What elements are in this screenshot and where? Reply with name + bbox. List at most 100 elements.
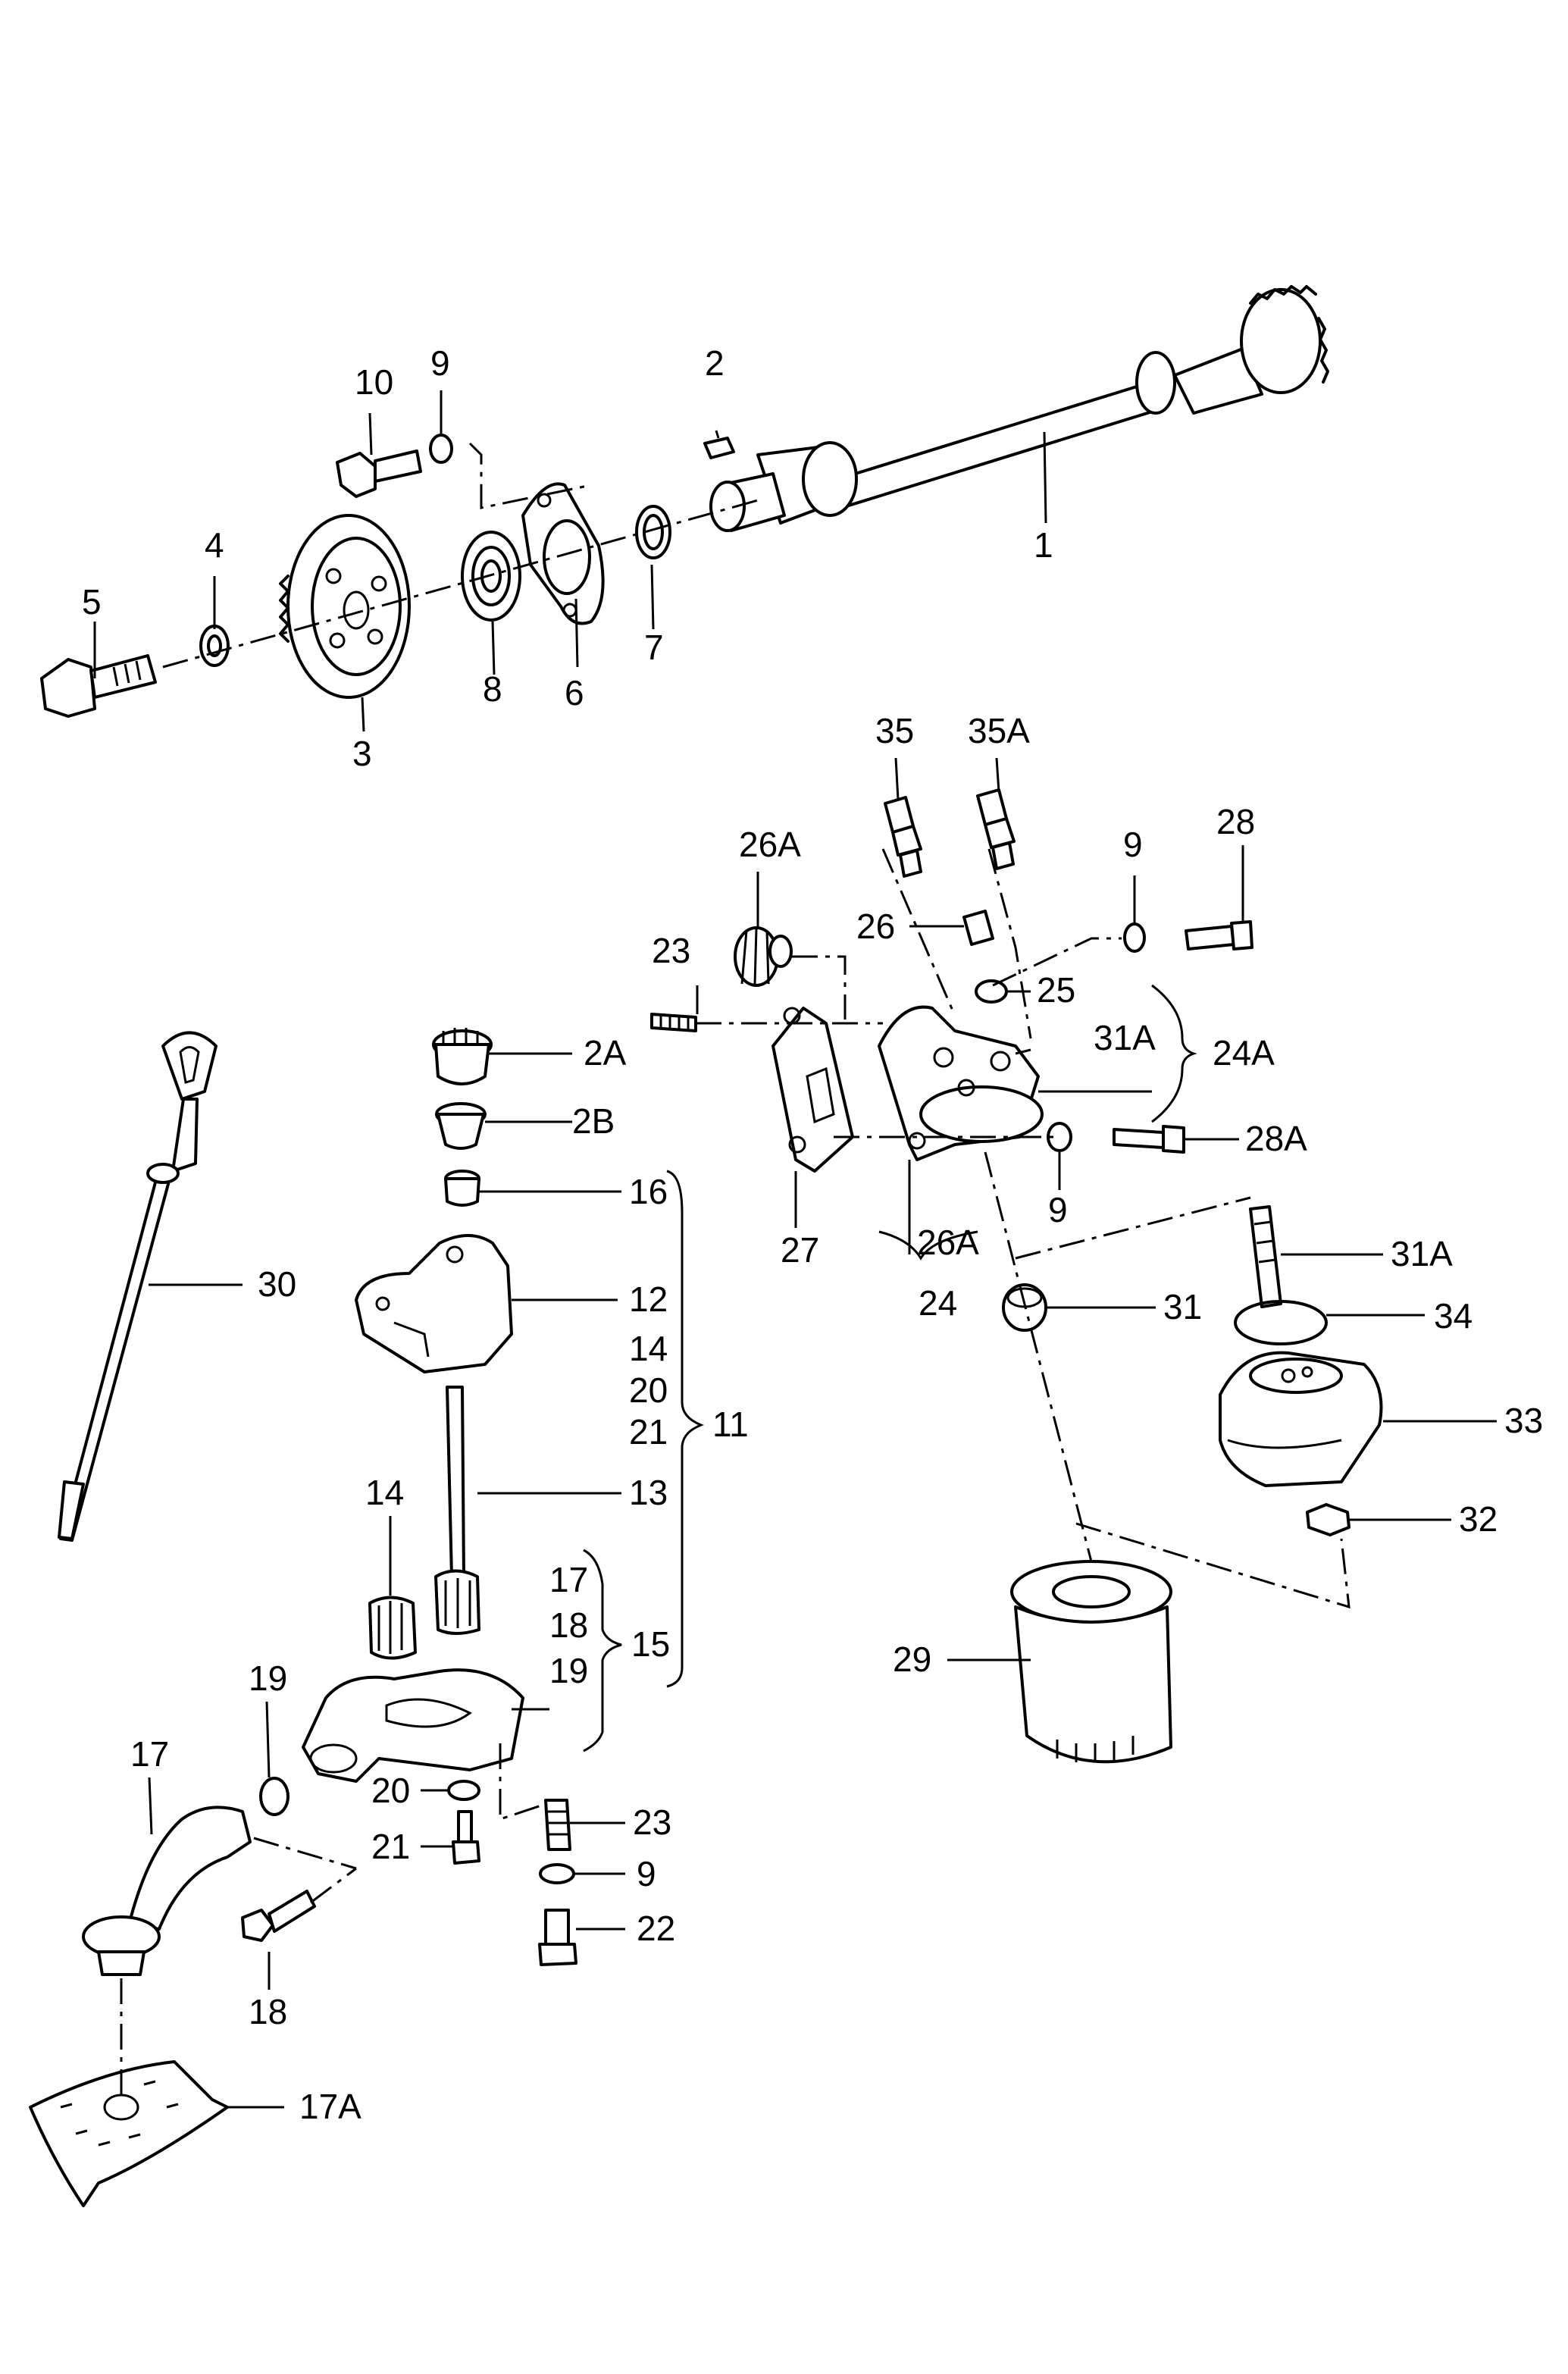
label-5: 5 [82,582,102,622]
label-29: 29 [893,1640,931,1679]
intermediate-shaft [709,285,1329,532]
label-23-low: 23 [633,1802,671,1842]
label-24A: 24A [1213,1033,1275,1073]
plug-top [734,926,793,987]
label-7: 7 [644,628,664,667]
label-17-b: 17 [130,1734,169,1774]
pump-lower-housing [302,1668,524,1783]
label-32: 32 [1459,1499,1498,1539]
label-14-a: 14 [629,1329,668,1368]
label-4: 4 [205,525,224,565]
label-2: 2 [705,343,725,383]
oil-cooler [1219,1351,1383,1487]
label-35A: 35A [968,711,1030,750]
label-28A: 28A [1245,1119,1307,1158]
leader-lines [93,390,1497,2109]
woodruff-key [703,437,735,459]
label-6: 6 [565,673,584,713]
thrust-washer [635,505,671,559]
pump-bolt-short [452,1810,480,1865]
stud [650,1013,697,1032]
hex-nut [1306,1503,1350,1536]
pipe-bolt [241,1890,316,1942]
label-26A-top: 26A [739,825,801,864]
label-21-b: 21 [371,1827,410,1866]
washer-lower [539,1863,575,1884]
label-15: 15 [631,1624,670,1664]
label-9-right-top: 9 [1123,825,1143,864]
pump-washer [447,1780,480,1801]
label-35: 35 [875,711,914,750]
label-3: 3 [352,734,372,773]
pump-upper-housing [355,1234,513,1373]
label-13: 13 [629,1473,668,1512]
pump-bolt-long [538,1909,577,1966]
label-34: 34 [1434,1296,1473,1336]
oil-pressure-switch-alt [976,788,1016,870]
label-22: 22 [637,1909,675,1948]
label-16: 16 [629,1172,668,1211]
drive-sprocket [279,514,411,699]
oil-filter-housing [878,1005,1044,1161]
label-14-b: 14 [365,1473,404,1512]
label-10: 10 [355,362,393,402]
drive-gear-small [432,1028,493,1085]
washer-right-top [1123,922,1146,953]
seal-ring [975,979,1008,1004]
label-25: 25 [1037,970,1075,1010]
label-27: 27 [781,1230,819,1270]
washer [199,625,230,667]
label-31A-right: 31A [1391,1234,1453,1273]
label-18-b: 18 [249,1992,287,2031]
part-number-labels: 1 2 9 10 4 5 7 6 8 3 35 35A 26A 9 28 26 … [82,343,1543,2126]
label-28: 28 [1216,802,1255,841]
adapter-stud [1249,1205,1282,1308]
label-31: 31 [1163,1287,1202,1326]
label-9-top: 9 [430,343,450,383]
washer-right-mid [1047,1122,1072,1152]
label-30: 30 [258,1264,296,1304]
label-17-a: 17 [549,1560,588,1599]
label-23-top: 23 [652,931,690,970]
housing-gasket [771,1007,854,1173]
flange-bolt [336,449,422,498]
label-20-a: 20 [629,1370,668,1410]
label-33: 33 [1504,1401,1543,1440]
sleeve [444,1170,480,1207]
label-17A: 17A [299,2087,361,2126]
pump-drive-shaft [434,1386,480,1635]
oil-pressure-switch [884,796,922,878]
label-9-low: 9 [637,1854,656,1893]
label-1: 1 [1034,525,1053,565]
oil-suction-pipe [82,1806,252,1976]
o-ring [1234,1300,1328,1345]
label-19-b: 19 [249,1658,287,1698]
lock-washer-top [429,434,453,464]
oil-filter [1010,1560,1172,1764]
label-8: 8 [483,669,502,709]
label-11: 11 [712,1405,749,1444]
flange [521,482,605,625]
label-21-a: 21 [629,1412,668,1452]
bushing [435,1102,487,1150]
sprocket-bolt [40,654,157,718]
label-20-b: 20 [371,1771,410,1810]
label-2B: 2B [572,1101,615,1141]
label-9-right-mid: 9 [1048,1190,1068,1229]
pump-idler-gear [368,1596,417,1660]
socket-bolt-long [1113,1125,1185,1154]
socket-bolt [1185,920,1253,951]
label-12: 12 [629,1279,668,1319]
label-24: 24 [919,1283,957,1323]
gasket-ring [259,1777,290,1816]
label-31A-top: 31A [1094,1018,1156,1057]
label-18-a: 18 [549,1605,588,1645]
pump-stud [544,1799,571,1851]
screw-plug [962,910,994,946]
oil-baffle-plate [29,2060,229,2207]
label-19-a: 19 [549,1651,588,1690]
dipstick [58,1031,218,1542]
label-26: 26 [856,907,895,946]
label-2A: 2A [584,1033,627,1073]
